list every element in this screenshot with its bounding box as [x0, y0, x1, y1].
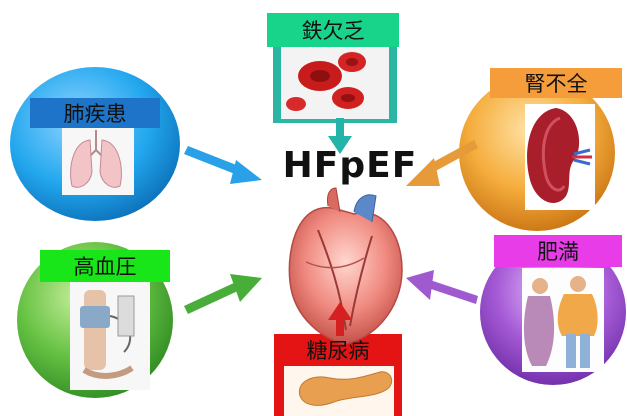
kidney-failure-label: 腎不全 — [490, 68, 622, 98]
hfpef-title: HFpEF — [280, 145, 420, 186]
arrow-lung-to-hfpef — [184, 146, 262, 184]
obesity-label: 肥満 — [494, 235, 622, 267]
iron-deficiency-label: 鉄欠乏 — [267, 13, 399, 47]
hypertension-label: 高血圧 — [40, 250, 170, 282]
heart-icon — [289, 188, 402, 344]
lung-disease-label: 肺疾患 — [30, 98, 160, 128]
arrow-obesity-to-hfpef — [406, 270, 478, 304]
lung-disease-group — [10, 67, 180, 221]
arrow-bp-to-hfpef — [184, 274, 262, 314]
diabetes-label: 糖尿病 — [274, 334, 402, 366]
